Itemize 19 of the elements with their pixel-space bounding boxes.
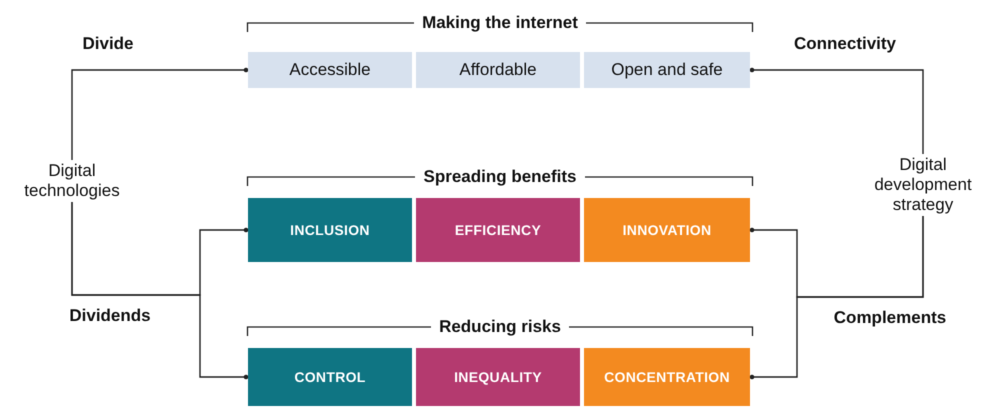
edge-label: Divide [81,34,135,54]
edge-label: Dividends [68,306,152,326]
category-box: Accessible [248,52,412,88]
node-label: Digital technologies [2,160,142,202]
edge-label: Complements [832,308,948,328]
connector [71,68,248,160]
category-box: INEQUALITY [416,348,580,406]
category-box: Affordable [416,52,580,88]
connector [71,202,248,380]
edge-label: Connectivity [792,34,898,54]
category-box: CONTROL [248,348,412,406]
node-label: Digital development strategy [856,154,989,216]
category-box: Open and safe [584,52,750,88]
connector [750,216,924,380]
category-box: CONCENTRATION [584,348,750,406]
category-box: EFFICIENCY [416,198,580,262]
category-box: INCLUSION [248,198,412,262]
category-box: INNOVATION [584,198,750,262]
connector [750,68,924,154]
